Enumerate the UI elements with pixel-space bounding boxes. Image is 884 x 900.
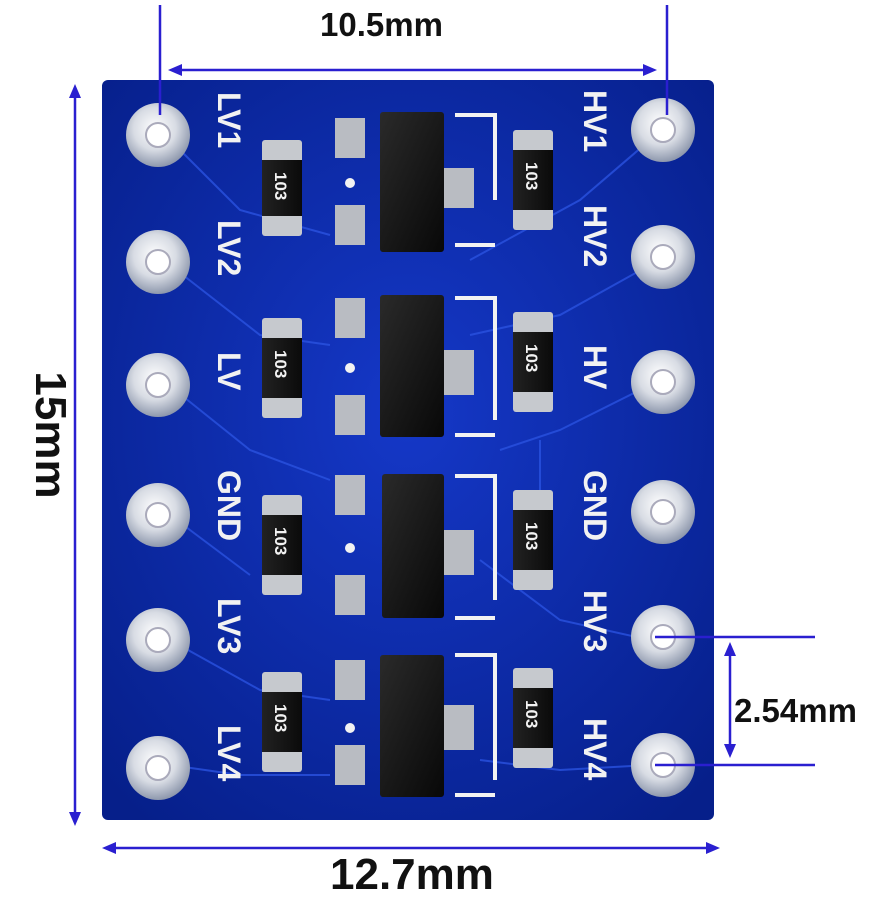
- pin-label-gnd-right: GND: [577, 470, 613, 541]
- resistor: 103: [513, 668, 553, 768]
- pin-label-lv4: LV4: [211, 725, 247, 782]
- resistor-code: 103: [271, 704, 290, 732]
- pitch-label: 2.54mm: [734, 692, 857, 729]
- pin-pad: [631, 480, 695, 544]
- pin-pad: [126, 103, 190, 167]
- resistor: 103: [513, 490, 553, 590]
- resistor: 103: [262, 318, 302, 418]
- resistors: 103 103 103 103 103 103: [262, 130, 553, 772]
- pcb-board: [102, 80, 714, 820]
- resistor: 103: [262, 672, 302, 772]
- mosfet: [335, 474, 497, 620]
- pin-pad: [631, 225, 695, 289]
- pin-label-lv: LV: [211, 352, 247, 391]
- resistor: 103: [513, 130, 553, 230]
- pin-label-hv4: HV4: [577, 718, 613, 780]
- resistor: 103: [262, 495, 302, 595]
- width-top-label: 10.5mm: [320, 6, 443, 43]
- resistor-code: 103: [271, 172, 290, 200]
- pin-label-hv2: HV2: [577, 205, 613, 267]
- height-label: 15mm: [26, 371, 75, 499]
- resistor-code: 103: [522, 700, 541, 728]
- resistor: 103: [513, 312, 553, 412]
- pin-label-lv2: LV2: [211, 220, 247, 276]
- mosfet: [335, 653, 497, 797]
- resistor-code: 103: [522, 522, 541, 550]
- resistor: 103: [262, 140, 302, 236]
- mosfet: [335, 112, 497, 252]
- mosfet: [335, 295, 497, 437]
- pin-pad: [631, 98, 695, 162]
- width-bottom-label: 12.7mm: [330, 850, 494, 899]
- resistor-code: 103: [522, 344, 541, 372]
- pin-pad: [126, 608, 190, 672]
- pin-pad: [126, 230, 190, 294]
- pin-label-gnd-left: GND: [211, 470, 247, 541]
- pin-label-lv1: LV1: [211, 92, 247, 148]
- pin-pad: [126, 736, 190, 800]
- transistors: [335, 112, 497, 797]
- dimension-lines: [69, 5, 815, 854]
- pin-pad: [126, 483, 190, 547]
- resistor-code: 103: [522, 162, 541, 190]
- pin-label-hv: HV: [577, 345, 613, 390]
- right-pin-labels: HV1 HV2 HV GND HV3 HV4: [577, 90, 613, 780]
- resistor-code: 103: [271, 350, 290, 378]
- pin-pad: [126, 353, 190, 417]
- left-pin-pads: [126, 103, 190, 800]
- left-pin-labels: LV1 LV2 LV GND LV3 LV4: [211, 92, 247, 782]
- resistor-code: 103: [271, 527, 290, 555]
- pin-label-hv1: HV1: [577, 90, 613, 152]
- pin-label-lv3: LV3: [211, 598, 247, 654]
- pin-label-hv3: HV3: [577, 590, 613, 652]
- pin-pad: [631, 350, 695, 414]
